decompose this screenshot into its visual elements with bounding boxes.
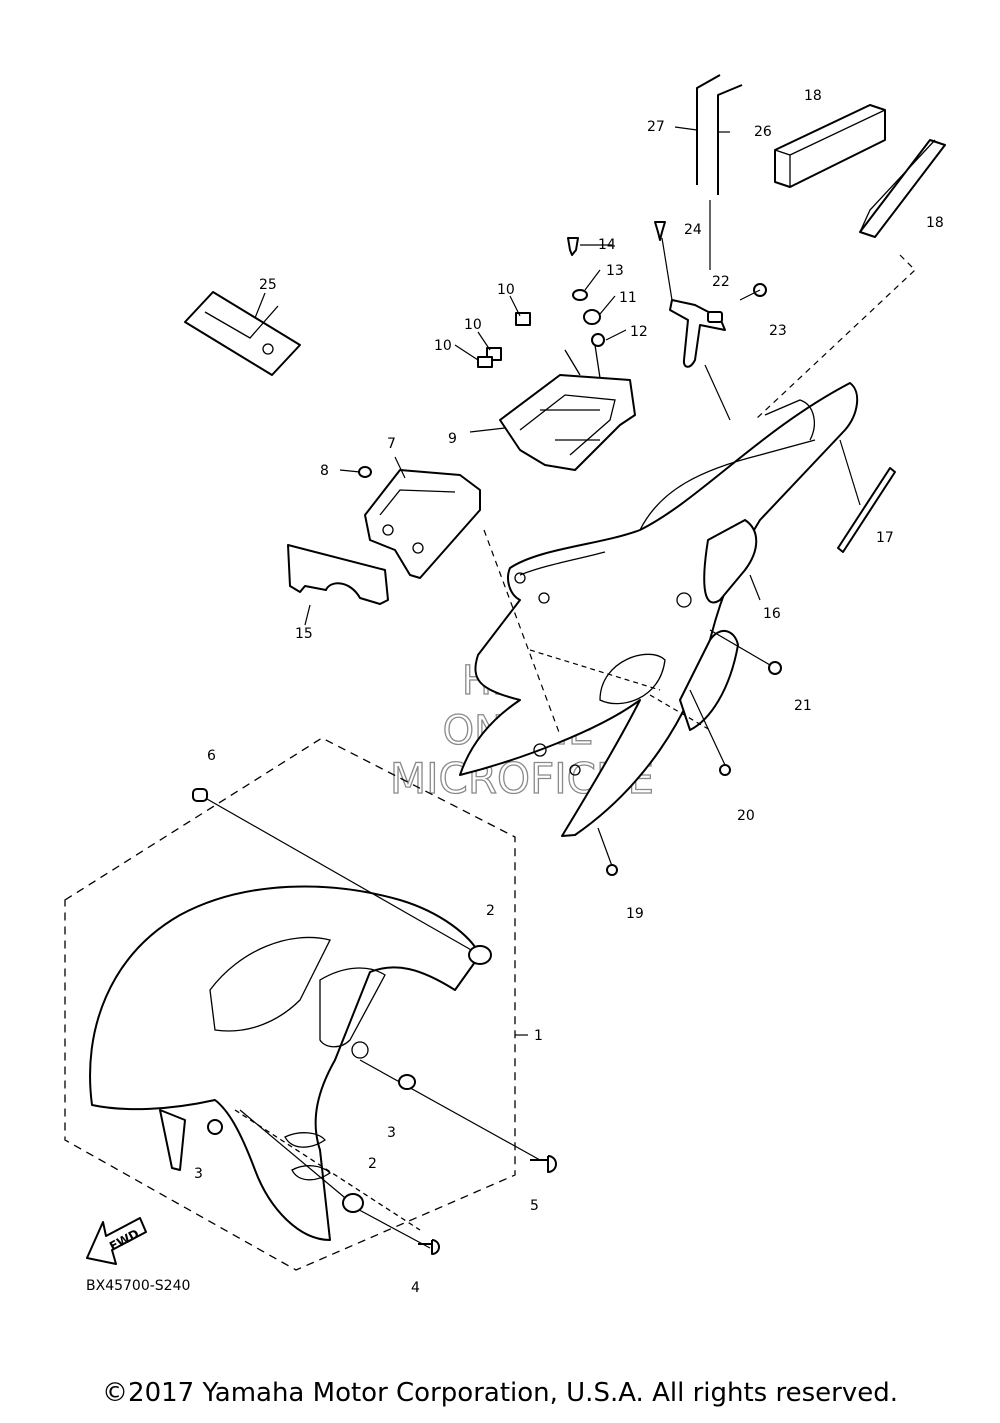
pad-18-upper (774, 104, 886, 188)
collar-3-right (398, 1074, 416, 1090)
tail-cover (459, 382, 859, 837)
callout-24: 24 (684, 222, 702, 238)
bolt-14 (567, 237, 579, 256)
cover-15 (287, 544, 389, 605)
case-7 (364, 469, 481, 579)
front-fender (89, 885, 481, 1241)
rod-27 (696, 74, 721, 185)
bracket-22 (669, 299, 726, 368)
callout-11: 11 (619, 290, 637, 306)
tray-25 (184, 291, 301, 376)
callout-17: 17 (876, 530, 894, 546)
bolt-8 (358, 466, 372, 478)
side-panel-16 (679, 519, 758, 731)
screw-20 (719, 764, 731, 776)
callout-10-middle: 10 (464, 317, 482, 333)
callout-19: 19 (626, 906, 644, 922)
callout-9: 9 (448, 431, 457, 447)
callout-7: 7 (387, 436, 396, 452)
collar-3-left (207, 1119, 223, 1135)
clip-21 (768, 661, 782, 675)
callouts: 1 2 2 3 3 4 5 6 7 8 9 10 10 10 11 12 13 … (194, 88, 944, 1296)
callout-2-upper: 2 (486, 903, 495, 919)
callout-3-right: 3 (387, 1125, 396, 1141)
callout-13: 13 (606, 263, 624, 279)
leader-18-dashed (754, 254, 916, 421)
rod-26 (717, 84, 743, 195)
callout-12: 12 (630, 324, 648, 340)
callout-18-upper: 18 (804, 88, 822, 104)
callout-14: 14 (598, 237, 616, 253)
callout-10-left: 10 (434, 338, 452, 354)
forward-arrow-icon: FWD (86, 1217, 147, 1265)
strip-17 (837, 467, 896, 553)
grommet-2-upper (468, 945, 492, 965)
callout-4: 4 (411, 1280, 420, 1296)
callout-18-lower: 18 (926, 215, 944, 231)
grommet-12 (591, 333, 605, 347)
callout-25: 25 (259, 277, 277, 293)
front-fender-group-outline (64, 737, 516, 1271)
callout-27: 27 (647, 119, 665, 135)
callout-26: 26 (754, 124, 772, 140)
bolt-4 (418, 1239, 440, 1255)
callout-1: 1 (534, 1028, 543, 1044)
screw-19 (606, 864, 618, 876)
bolt-5 (530, 1155, 557, 1173)
bolt-24 (654, 221, 666, 241)
washer-13 (572, 289, 588, 301)
battery-box-9 (499, 344, 636, 471)
callout-16: 16 (763, 606, 781, 622)
callout-5: 5 (530, 1198, 539, 1214)
grommet-2-lower (342, 1193, 364, 1213)
nut-6 (192, 788, 208, 802)
callout-22: 22 (712, 274, 730, 290)
callout-10-top: 10 (497, 282, 515, 298)
tail-leaders (529, 439, 861, 867)
callout-20: 20 (737, 808, 755, 824)
callout-21: 21 (794, 698, 812, 714)
callout-23: 23 (769, 323, 787, 339)
fender-hardware (192, 788, 557, 1255)
pad-10-c (477, 356, 493, 368)
callout-6: 6 (207, 748, 216, 764)
callout-15: 15 (295, 626, 313, 642)
pad-18-lower (859, 139, 946, 238)
copyright-notice: ©2017 Yamaha Motor Corporation, U.S.A. A… (102, 1378, 898, 1408)
damper-11 (583, 309, 601, 325)
callout-2-lower: 2 (368, 1156, 377, 1172)
callout-8: 8 (320, 463, 329, 479)
pad-10-a (515, 312, 531, 326)
diagram-code: BX45700-S240 (86, 1278, 190, 1294)
callout-3-left: 3 (194, 1166, 203, 1182)
